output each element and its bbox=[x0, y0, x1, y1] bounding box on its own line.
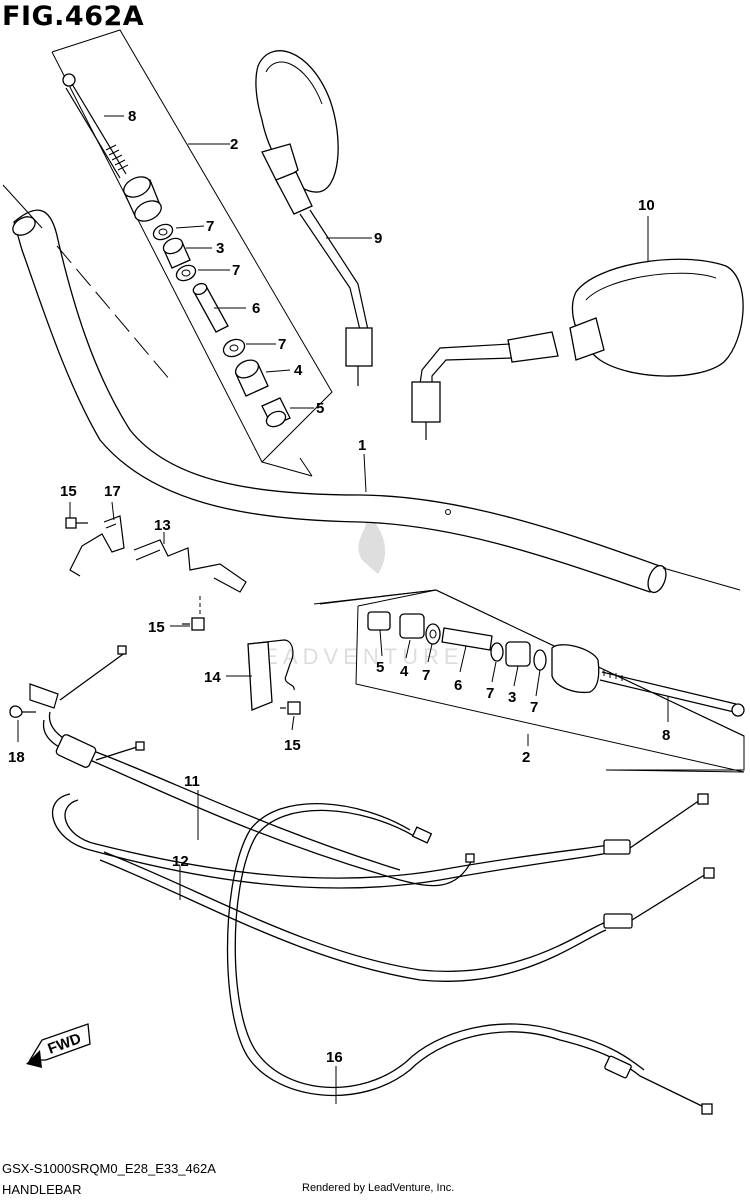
handlebar-tube bbox=[12, 209, 667, 594]
callout-6-top: 6 bbox=[252, 300, 260, 317]
bolt-head-icon bbox=[62, 73, 76, 87]
callout-6-bot: 6 bbox=[454, 677, 462, 694]
callout-18: 18 bbox=[8, 749, 25, 766]
callout-7-f: 7 bbox=[530, 699, 538, 716]
right-bar-end-parts bbox=[367, 611, 745, 717]
callout-11: 11 bbox=[184, 773, 200, 790]
forward-arrow-icon bbox=[26, 1050, 42, 1068]
callout-10: 10 bbox=[638, 197, 655, 214]
callout-8-bot: 8 bbox=[662, 727, 670, 744]
left-bar-end-assembly-box bbox=[2, 29, 333, 477]
callout-5-top: 5 bbox=[316, 400, 324, 417]
callout-4-top: 4 bbox=[294, 362, 303, 379]
forward-direction-badge: FWD bbox=[26, 1023, 91, 1068]
watermark: LEADVENTURE bbox=[246, 512, 464, 669]
callout-16: 16 bbox=[326, 1049, 343, 1066]
right-bar-end-assembly-box bbox=[313, 567, 745, 773]
callout-15-a: 15 bbox=[60, 483, 77, 500]
left-mirror bbox=[255, 50, 373, 386]
callout-12: 12 bbox=[172, 853, 189, 870]
callout-7-d: 7 bbox=[422, 667, 430, 684]
callout-labels: 8 2 7 3 7 6 7 4 5 9 10 1 15 17 13 15 14 … bbox=[8, 108, 670, 1066]
callout-7-e: 7 bbox=[486, 685, 494, 702]
callout-17: 17 bbox=[104, 483, 121, 500]
callout-15-c: 15 bbox=[284, 737, 301, 754]
callout-9: 9 bbox=[374, 230, 382, 247]
callout-15-b: 15 bbox=[148, 619, 165, 636]
callout-5-bot: 5 bbox=[376, 659, 384, 676]
callout-7-c: 7 bbox=[278, 336, 286, 353]
left-bar-end-parts bbox=[62, 73, 313, 477]
watermark-text: LEADVENTURE bbox=[246, 644, 464, 669]
throttle-cables bbox=[9, 645, 715, 1115]
model-code: GSX-S1000SRQM0_E28_E33_462A bbox=[2, 1161, 216, 1176]
flame-logo-icon bbox=[358, 512, 386, 574]
callout-7-a: 7 bbox=[206, 218, 214, 235]
callout-8-top: 8 bbox=[128, 108, 136, 125]
clamp-and-brackets bbox=[65, 515, 301, 715]
callout-14: 14 bbox=[204, 669, 221, 686]
render-credit: Rendered by LeadVenture, Inc. bbox=[302, 1182, 455, 1194]
leader-lines bbox=[17, 115, 669, 1104]
callout-13: 13 bbox=[154, 517, 171, 534]
callout-2-bot: 2 bbox=[522, 749, 530, 766]
callout-1: 1 bbox=[358, 437, 366, 454]
callout-2-top: 2 bbox=[230, 136, 238, 153]
callout-3-bot: 3 bbox=[508, 689, 516, 706]
right-mirror bbox=[411, 258, 744, 440]
figure-title: FIG.462A bbox=[2, 1, 145, 32]
callout-3-top: 3 bbox=[216, 240, 224, 257]
callout-4-bot: 4 bbox=[400, 663, 409, 680]
callout-7-b: 7 bbox=[232, 262, 240, 279]
section-name: HANDLEBAR bbox=[2, 1182, 82, 1197]
